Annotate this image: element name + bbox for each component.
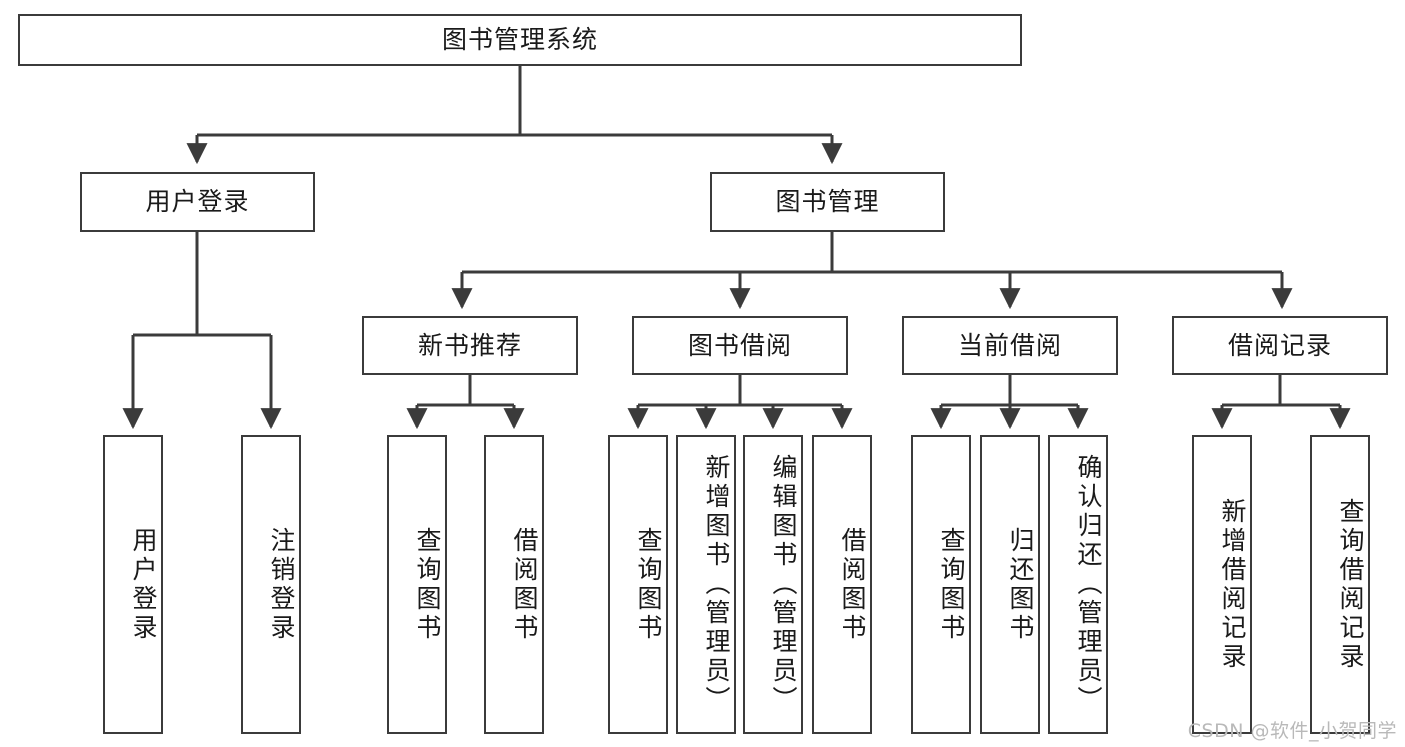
node-label: 查询借阅记录 [1336, 497, 1365, 672]
node-label: 查询图书 [937, 526, 966, 643]
node-label: 当前借阅 [957, 330, 1062, 360]
leaf-current-borrow-query-book[interactable]: 查询图书 [911, 435, 971, 734]
leaf-book-borrow-edit-book-admin[interactable]: 编辑图书（管理员） [743, 435, 803, 734]
node-label: 查询图书 [634, 526, 663, 643]
node-current-borrow[interactable]: 当前借阅 [902, 316, 1118, 375]
node-user-login[interactable]: 用户登录 [80, 172, 315, 232]
leaf-current-borrow-confirm-return-admin[interactable]: 确认归还（管理员） [1048, 435, 1108, 734]
node-label: 借阅记录 [1227, 330, 1332, 360]
node-new-book-recommend[interactable]: 新书推荐 [362, 316, 578, 375]
leaf-borrow-record-query-record[interactable]: 查询借阅记录 [1310, 435, 1370, 734]
node-label: 归还图书 [1006, 526, 1035, 643]
node-label: 用户登录 [129, 526, 158, 643]
node-book-borrow[interactable]: 图书借阅 [632, 316, 848, 375]
node-book-management[interactable]: 图书管理 [710, 172, 945, 232]
leaf-borrow-record-add-record[interactable]: 新增借阅记录 [1192, 435, 1252, 734]
leaf-current-borrow-return-book[interactable]: 归还图书 [980, 435, 1040, 734]
node-label: 图书管理系统 [441, 25, 598, 55]
node-label: 图书借阅 [687, 330, 792, 360]
node-label: 用户登录 [145, 187, 250, 217]
leaf-book-borrow-add-book-admin[interactable]: 新增图书（管理员） [676, 435, 736, 734]
leaf-user-login-logout[interactable]: 注销登录 [241, 435, 301, 734]
node-label: 确认归还（管理员） [1074, 454, 1103, 715]
node-label: 新增借阅记录 [1218, 497, 1247, 672]
node-label: 图书管理 [775, 187, 880, 217]
node-label: 编辑图书（管理员） [769, 454, 798, 715]
leaf-book-borrow-query-book[interactable]: 查询图书 [608, 435, 668, 734]
node-label: 新书推荐 [417, 330, 522, 360]
node-label: 借阅图书 [838, 526, 867, 643]
leaf-user-login-login[interactable]: 用户登录 [103, 435, 163, 734]
node-label: 借阅图书 [510, 526, 539, 643]
node-label: 新增图书（管理员） [702, 454, 731, 715]
leaf-new-book-borrow-book[interactable]: 借阅图书 [484, 435, 544, 734]
node-label: 注销登录 [267, 526, 296, 643]
csdn-watermark: CSDN @软件_小贺同学 [1187, 720, 1397, 742]
node-borrow-record[interactable]: 借阅记录 [1172, 316, 1388, 375]
node-root-book-management-system[interactable]: 图书管理系统 [18, 14, 1022, 66]
leaf-new-book-query-book[interactable]: 查询图书 [387, 435, 447, 734]
node-label: 查询图书 [413, 526, 442, 643]
leaf-book-borrow-borrow-book[interactable]: 借阅图书 [812, 435, 872, 734]
